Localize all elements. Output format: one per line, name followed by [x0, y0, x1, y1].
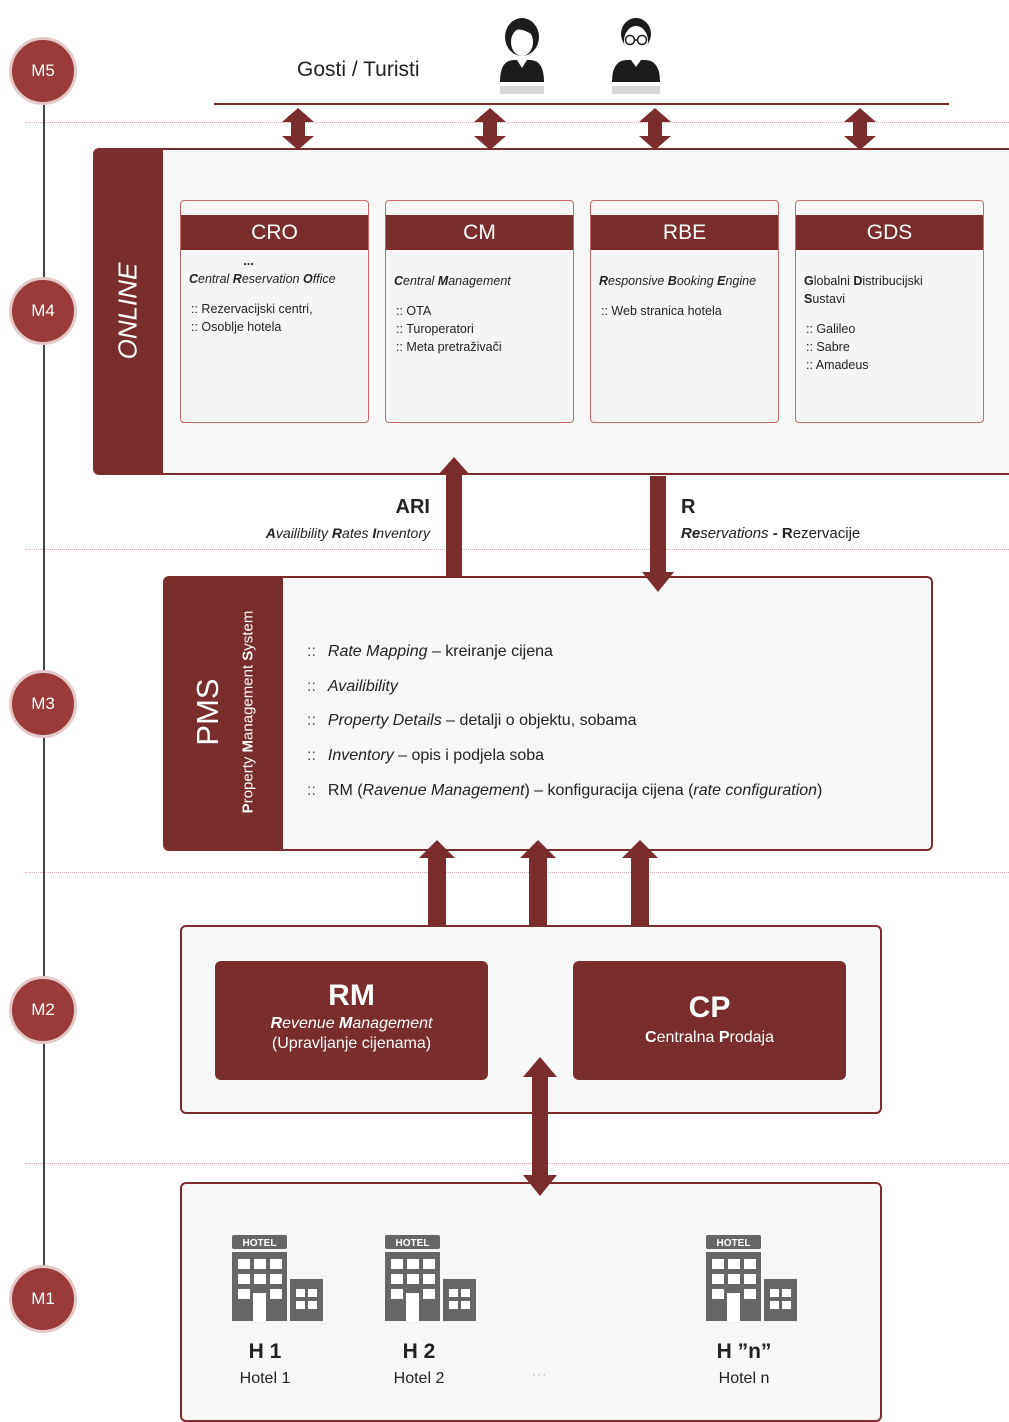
pms-item: ::RM (Ravenue Management) – konfiguracij…	[307, 782, 823, 799]
up-arrow	[419, 840, 455, 925]
level-marker-m5: M5	[9, 37, 77, 105]
double-arrow-icon	[844, 108, 876, 150]
list-item: :: Amadeus	[806, 358, 869, 372]
level-separator	[25, 122, 1009, 123]
reservations-label: R Reservations - Rezervacije	[681, 496, 921, 542]
hotel-item: H 2 Hotel 2	[359, 1340, 479, 1388]
card-cm: CM Central Management :: OTA :: Turopera…	[385, 200, 574, 423]
double-arrow-icon	[282, 108, 314, 150]
guests-label: Gosti / Turisti	[297, 58, 420, 81]
hotel-building-icon: HOTEL	[385, 1235, 476, 1321]
pms-item: ::Availibility	[307, 678, 398, 695]
double-arrow-icon	[523, 1057, 557, 1196]
hotel-name: Hotel 2	[393, 1370, 445, 1387]
list-item: :: Sabre	[806, 340, 850, 354]
card-title: CM	[386, 215, 573, 250]
hotel-code: H 2	[402, 1340, 436, 1363]
cp-box: CP Centralna Prodaja	[573, 961, 846, 1080]
ari-title: ARI	[395, 496, 430, 518]
double-arrow-icon	[639, 108, 671, 150]
level-marker-m1: M1	[9, 1265, 77, 1333]
up-arrow	[520, 840, 556, 925]
rm-note: (Upravljanje cijenama)	[271, 1035, 432, 1052]
rm-box: RM Revenue Management (Upravljanje cijen…	[215, 961, 488, 1080]
guests-bar	[214, 103, 949, 105]
user-glasses-icon	[612, 18, 660, 94]
ari-label: ARI Availibility Rates Inventory	[230, 496, 430, 541]
up-arrow	[622, 840, 658, 925]
level-separator	[25, 549, 1009, 550]
online-sidebar	[94, 149, 163, 474]
list-item: :: Galileo	[806, 322, 856, 336]
hotel-building-icon: HOTEL	[232, 1235, 323, 1321]
list-item: :: Turoperatori	[396, 322, 474, 336]
hotel-building-icon: HOTEL	[706, 1235, 797, 1321]
reservations-title: R	[681, 496, 696, 518]
card-subtitle: Responsive Booking Engine	[599, 274, 757, 288]
list-item: :: OTA	[396, 304, 432, 318]
cp-title: CP	[688, 991, 731, 1024]
pms-item: ::Rate Mapping – kreiranje cijena	[307, 643, 553, 660]
reservations-subtitle: Reservations - Rezervacije	[681, 525, 861, 542]
list-item: :: Web stranica hotela	[601, 304, 722, 318]
hotel-item: H ”n” Hotel n	[684, 1340, 804, 1388]
hotel-name: Hotel n	[718, 1370, 770, 1387]
card-subtitle: Central Management	[394, 274, 511, 288]
user-female-icon	[500, 18, 544, 94]
pms-sidebar	[164, 577, 283, 850]
level-separator	[25, 872, 1009, 873]
reservations-arrow	[642, 476, 674, 592]
hotel-item: H 1 Hotel 1	[205, 1340, 325, 1388]
list-item: :: Osoblje hotela	[191, 320, 282, 334]
card-title: CRO	[181, 215, 368, 250]
card-title: RBE	[591, 215, 778, 250]
ari-subtitle: Availibility Rates Inventory	[265, 525, 430, 541]
card-rbe: RBE Responsive Booking Engine :: Web str…	[590, 200, 779, 423]
rm-title: RM	[328, 979, 375, 1012]
hotels-ellipsis: ···	[531, 1366, 547, 1383]
card-ellipsis: ...	[243, 254, 254, 268]
double-arrow-icon	[474, 108, 506, 150]
list-item: :: Meta pretraživači	[396, 340, 502, 354]
list-item: :: Rezervacijski centri,	[191, 302, 313, 316]
pms-panel	[163, 576, 933, 851]
rm-subtitle: Revenue Management	[270, 1015, 433, 1032]
hotel-sign: HOTEL	[243, 1238, 277, 1249]
hotel-name: Hotel 1	[239, 1370, 291, 1387]
card-cro: CRO ... Central Reservation Office :: Re…	[180, 200, 369, 423]
card-title: GDS	[796, 215, 983, 250]
hotel-sign: HOTEL	[717, 1238, 751, 1249]
hotel-sign: HOTEL	[396, 1238, 430, 1249]
pms-item: ::Property Details – detalji o objektu, …	[307, 712, 637, 729]
hotel-code: H ”n”	[716, 1340, 772, 1363]
cp-subtitle: Centralna Prodaja	[645, 1029, 774, 1046]
level-marker-m2: M2	[9, 976, 77, 1044]
card-subtitle: Central Reservation Office	[189, 272, 336, 286]
level-separator	[25, 1163, 1009, 1164]
level-marker-m3: M3	[9, 670, 77, 738]
ari-arrow	[438, 457, 470, 576]
hotel-code: H 1	[248, 1340, 282, 1363]
pms-item: ::Inventory – opis i podjela soba	[307, 747, 545, 764]
level-marker-m4: M4	[9, 277, 77, 345]
